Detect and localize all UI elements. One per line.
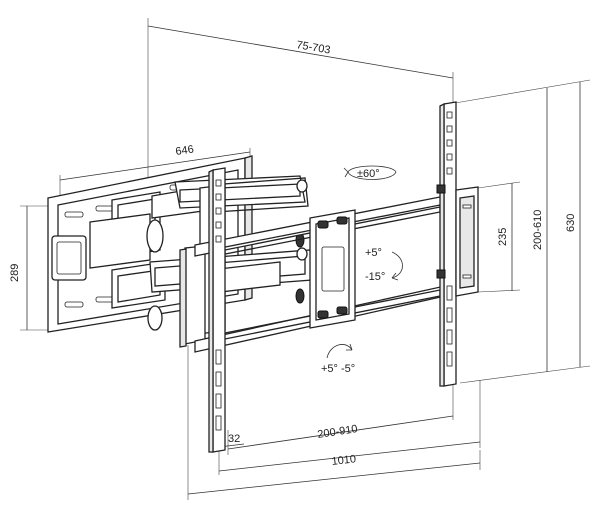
swing-arms — [89, 175, 313, 348]
dimension-vertical-outer: 630 — [454, 79, 591, 384]
dimension-vertical-inner: 200-610 — [532, 88, 548, 372]
level-angle-label: +5° -5° — [321, 363, 355, 375]
dim-edge-offset-label: 32 — [228, 433, 240, 445]
bracket-right-holes — [446, 111, 453, 367]
swivel-angle-label: ±60° — [357, 168, 380, 180]
dim-horizontal-inner-label: 200-910 — [317, 423, 359, 441]
dimension-bracket-height: 235 — [477, 181, 521, 293]
dimension-bottom-long — [187, 345, 481, 500]
bracket-left-holes — [215, 179, 222, 431]
dimension-height-289: 289 — [9, 205, 48, 331]
dim-height-289-label: 289 — [9, 264, 21, 282]
dim-vertical-outer-label: 630 — [565, 214, 577, 232]
tilt-down-label: -15° — [365, 271, 385, 283]
swivel-indicator: ±60° — [343, 165, 397, 180]
level-indicator: +5° -5° — [321, 343, 355, 375]
dim-tilt-span-label: 75-703 — [296, 39, 332, 56]
dim-arm-depth-label: 646 — [175, 144, 195, 158]
dimension-horizontal-outer: 1010 — [218, 380, 481, 472]
dim-bracket-height-label: 235 — [497, 228, 509, 246]
dimension-horizontal-inner: 200-910 — [227, 385, 454, 455]
dim-horizontal-outer-label: 1010 — [331, 453, 357, 468]
dim-vertical-inner-label: 200-610 — [532, 210, 544, 250]
tilt-indicator: +5° -15° — [365, 247, 403, 283]
vertical-bracket-right — [436, 101, 479, 387]
tilt-plate — [309, 209, 356, 329]
tilt-up-label: +5° — [365, 247, 382, 259]
vertical-bracket-left — [208, 167, 226, 453]
